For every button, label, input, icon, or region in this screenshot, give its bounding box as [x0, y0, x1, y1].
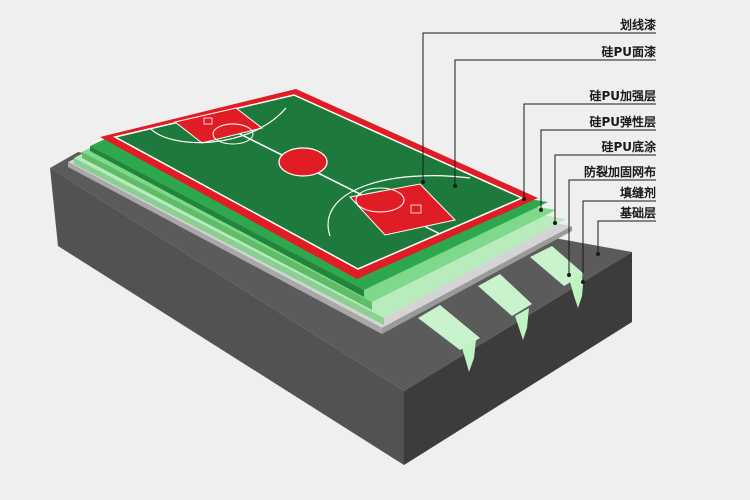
label-joint-filler: 填缝剂 — [620, 185, 656, 200]
base-right-face — [404, 252, 632, 465]
far-backboard-mark — [203, 117, 213, 125]
leader-dot-base — [596, 252, 600, 256]
leader-dot-elastic — [539, 208, 543, 212]
leader-dots — [421, 180, 600, 284]
leader-dot-mesh — [567, 273, 571, 277]
filler-drip-3 — [570, 274, 584, 308]
primer-layer-edge — [74, 158, 384, 325]
far-key — [173, 107, 264, 144]
leader-dot-primer — [553, 221, 557, 225]
label-crack-mesh: 防裂加固网布 — [584, 164, 656, 179]
reinforce-layer-edge — [90, 146, 364, 297]
leader-line-primer — [554, 154, 656, 223]
label-pu-elastic: 硅PU弹性层 — [589, 114, 656, 129]
near-backboard-mark — [410, 204, 422, 214]
near-three-point-arc — [327, 175, 471, 237]
leader-dot-filler — [581, 280, 585, 284]
leader-dot-paint — [421, 180, 425, 184]
leader-lines — [422, 32, 656, 282]
leader-dot-topcoat — [453, 184, 457, 188]
center-circle — [278, 147, 328, 177]
label-pu-topcoat: 硅PU面漆 — [601, 44, 656, 59]
leader-line-base — [597, 220, 656, 254]
label-base: 基础层 — [619, 205, 656, 220]
filler-drip-1 — [462, 340, 476, 372]
mesh-layer-edge-right — [382, 226, 572, 334]
leader-line-elastic — [540, 129, 656, 210]
label-pu-primer: 硅PU底涂 — [601, 139, 657, 154]
joint-groove-1 — [418, 305, 480, 350]
basketball-court — [100, 89, 538, 279]
leader-line-mesh — [568, 179, 656, 275]
mesh-layer-edge — [68, 162, 382, 334]
filler-drip-2 — [515, 308, 529, 340]
leader-line-paint — [422, 32, 656, 182]
base-front-face — [50, 168, 404, 465]
joint-groove-2 — [478, 274, 532, 316]
label-pu-reinforce: 硅PU加强层 — [589, 88, 656, 103]
far-three-point-arc — [149, 107, 287, 144]
elastic-layer-edge — [82, 152, 372, 310]
near-free-throw-circle — [355, 187, 405, 213]
leader-line-reinforce — [523, 103, 656, 199]
layer-labels: 划线漆 硅PU面漆 硅PU加强层 硅PU弹性层 硅PU底涂 防裂加固网布 填缝剂… — [584, 17, 657, 220]
label-line-paint: 划线漆 — [620, 17, 656, 32]
near-key — [349, 183, 456, 236]
leader-line-topcoat — [454, 59, 656, 186]
far-free-throw-circle — [212, 123, 254, 145]
leader-dot-reinforce — [522, 197, 526, 201]
leader-line-filler — [582, 200, 656, 282]
